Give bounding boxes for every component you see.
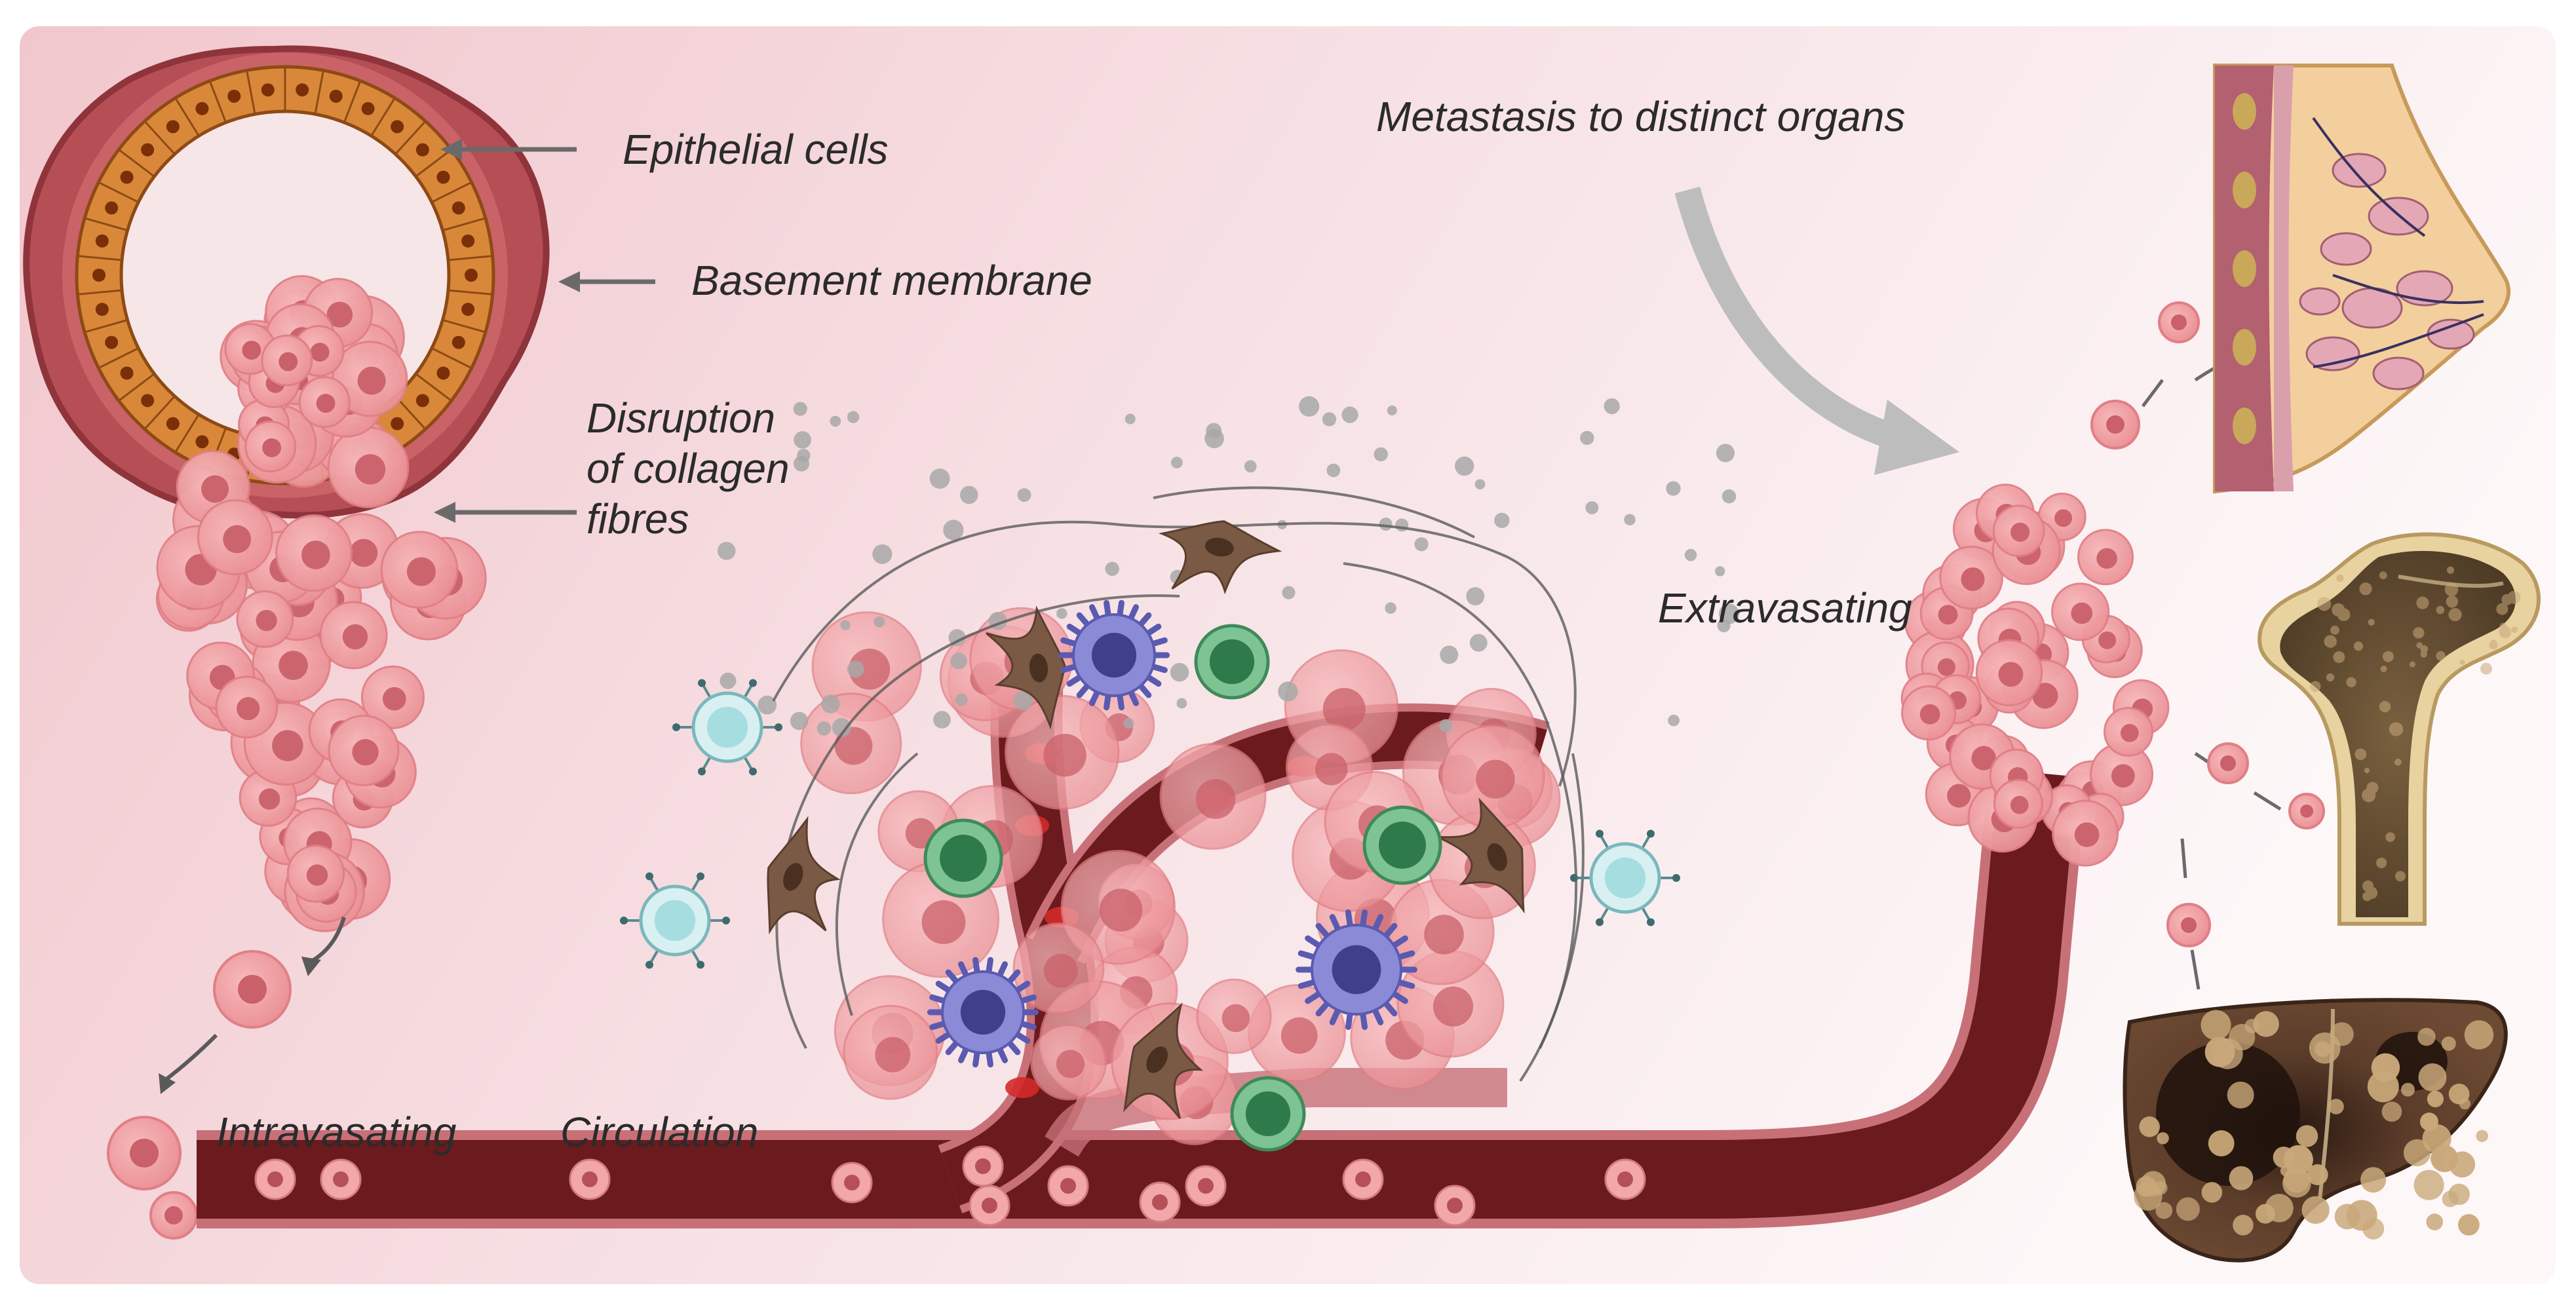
label-disruption-line1: Disruption [586,394,776,442]
organ-bound-cells [2090,301,2325,947]
mammary-duct [23,45,550,519]
liver-organ [2123,998,2508,1263]
breast-organ [2213,64,2511,494]
label-disruption-collagen: Disruption of collagen fibres [586,393,849,544]
extravasating-cluster [1900,484,2170,867]
background-panel [20,26,2556,1284]
primary-tumor-cluster [155,275,487,932]
label-disruption-line3: fibres [586,495,689,542]
label-disruption-line2: of collagen [586,444,790,492]
tumor-microenvironment [620,396,1740,1152]
label-circulation: Circulation [560,1109,759,1156]
label-extravasating: Extravasating [1658,584,1912,632]
label-pointers [434,139,655,523]
migrating-tumor-cells [107,917,346,1240]
metastasis-arrow [1674,186,1904,452]
label-metastasis: Metastasis to distinct organs [1376,93,1906,140]
label-intravasating: Intravasating [216,1109,457,1156]
bone-organ [2258,532,2541,926]
label-basement-membrane: Basement membrane [691,257,1092,304]
label-epithelial-cells: Epithelial cells [623,126,889,173]
